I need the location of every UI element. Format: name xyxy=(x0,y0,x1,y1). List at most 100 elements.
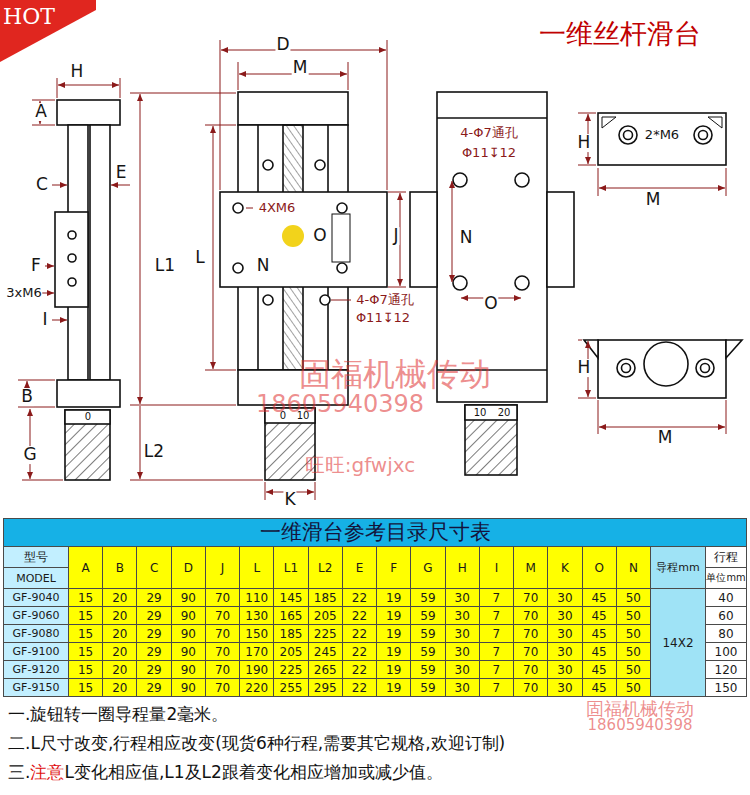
cell-text: 60 xyxy=(718,610,733,622)
cell-text: 45 xyxy=(591,610,606,622)
cell-text: 45 xyxy=(591,682,606,694)
table-cell: 30 xyxy=(445,606,480,625)
dimension-label: M xyxy=(292,59,309,77)
table-cell: 45 xyxy=(582,678,617,697)
cell-text: 70 xyxy=(215,682,230,694)
dimension-label: F xyxy=(30,257,42,275)
table-cell: 45 xyxy=(582,660,617,679)
table-cell: 7 xyxy=(479,588,514,607)
table-cell: 90 xyxy=(171,678,206,697)
table-cell: 30 xyxy=(445,678,480,697)
cell-text: 7 xyxy=(493,646,501,658)
cell-text: 30 xyxy=(455,664,470,676)
cell-text: 255 xyxy=(280,682,303,694)
cell-text: 225 xyxy=(280,664,303,676)
cell-text: 15 xyxy=(78,610,93,622)
cell-text: O xyxy=(594,562,603,574)
model-cell: GF-9150 xyxy=(3,678,69,697)
table-cell: 19 xyxy=(376,660,411,679)
table-cell: 59 xyxy=(410,678,445,697)
table-cell: 70 xyxy=(205,588,240,607)
dimension-label: 0 xyxy=(84,412,92,423)
cell-text: 70 xyxy=(523,664,538,676)
cell-text: 59 xyxy=(420,628,435,640)
cell-text: 70 xyxy=(523,592,538,604)
center-dot xyxy=(282,225,304,247)
note-line: 三.注意L变化相应值,L1及L2跟着变化相应增加或减少值。 xyxy=(8,763,443,782)
model-cell: GF-9120 xyxy=(3,660,69,679)
cell-text: 50 xyxy=(626,592,641,604)
table-cell: 30 xyxy=(547,660,582,679)
note-text: L变化相应值,L1及L2跟着变化相应增加或减少值。 xyxy=(64,763,442,782)
cell-text: 45 xyxy=(591,592,606,604)
table-cell: 265 xyxy=(308,660,343,679)
cell-text: 20 xyxy=(112,646,127,658)
cell-text: 20 xyxy=(112,628,127,640)
cell-text: 29 xyxy=(146,682,161,694)
cell-text: 225 xyxy=(314,628,337,640)
cell-text: 19 xyxy=(386,682,401,694)
cell-text: I xyxy=(495,562,499,574)
cell-text: 7 xyxy=(493,592,501,604)
badge-text: HOT xyxy=(3,6,55,28)
cell-text: 30 xyxy=(455,628,470,640)
cell-text: 30 xyxy=(455,610,470,622)
cell-text: 50 xyxy=(626,610,641,622)
table-cell: 15 xyxy=(68,606,103,625)
table-cell: 7 xyxy=(479,642,514,661)
table-cell: 220 xyxy=(239,678,274,697)
cell-text: A xyxy=(82,562,90,574)
cell-text: 行程 xyxy=(714,551,738,563)
table-cell: 7 xyxy=(479,606,514,625)
cell-text: 59 xyxy=(420,664,435,676)
dimension-label: 20 xyxy=(497,408,512,419)
table-header: F xyxy=(376,546,411,589)
table-cell: 59 xyxy=(410,642,445,661)
dimension-label: 10 xyxy=(473,408,488,419)
cell-text: 120 xyxy=(715,664,738,676)
cell-text: E xyxy=(356,562,364,574)
table-cell: 70 xyxy=(205,660,240,679)
table-cell: 30 xyxy=(547,642,582,661)
cell-text: 22 xyxy=(352,646,367,658)
table-cell: 70 xyxy=(205,642,240,661)
table-header: 单位mm xyxy=(705,567,747,589)
table-header: A xyxy=(68,546,103,589)
cell-text: 145 xyxy=(280,592,303,604)
table-cell: 245 xyxy=(308,642,343,661)
dimension-label: C xyxy=(35,176,49,194)
table-cell: 45 xyxy=(582,588,617,607)
table-cell: 150 xyxy=(705,678,747,697)
table-cell: 120 xyxy=(705,660,747,679)
dimension-label: H xyxy=(577,134,592,152)
cell-text: 150 xyxy=(715,682,738,694)
cell-text: 一维滑台参考目录尺寸表 xyxy=(260,522,491,543)
cell-text: 205 xyxy=(314,610,337,622)
model-cell: GF-9060 xyxy=(3,606,69,625)
table-cell: 90 xyxy=(171,588,206,607)
note-line: 二.L尺寸改变,行程相应改变(现货6种行程,需要其它规格,欢迎订制) xyxy=(8,734,505,753)
table-cell: 100 xyxy=(705,642,747,661)
dimension-label: 4XM6 xyxy=(258,201,297,215)
cell-text: 7 xyxy=(493,610,501,622)
table-cell: 70 xyxy=(513,678,548,697)
cell-text: 40 xyxy=(718,592,733,604)
cell-text: GF-9080 xyxy=(13,628,60,639)
table-cell: 205 xyxy=(273,642,308,661)
table-cell: 59 xyxy=(410,588,445,607)
cell-text: 59 xyxy=(420,592,435,604)
table-cell: 30 xyxy=(445,588,480,607)
table-cell: 15 xyxy=(68,624,103,643)
cell-text: 130 xyxy=(245,610,268,622)
table-cell: MODEL xyxy=(3,567,69,589)
rear-dimensions xyxy=(452,181,521,298)
cell-text: 19 xyxy=(386,646,401,658)
dimension-label: I xyxy=(41,311,48,329)
dimension-label: J xyxy=(392,227,399,245)
cell-text: 295 xyxy=(314,682,337,694)
cell-text: 型号 xyxy=(24,551,48,563)
table-cell: 19 xyxy=(376,642,411,661)
table-cell: 90 xyxy=(171,660,206,679)
table-header: G xyxy=(410,546,445,589)
table-cell: 145 xyxy=(273,588,308,607)
